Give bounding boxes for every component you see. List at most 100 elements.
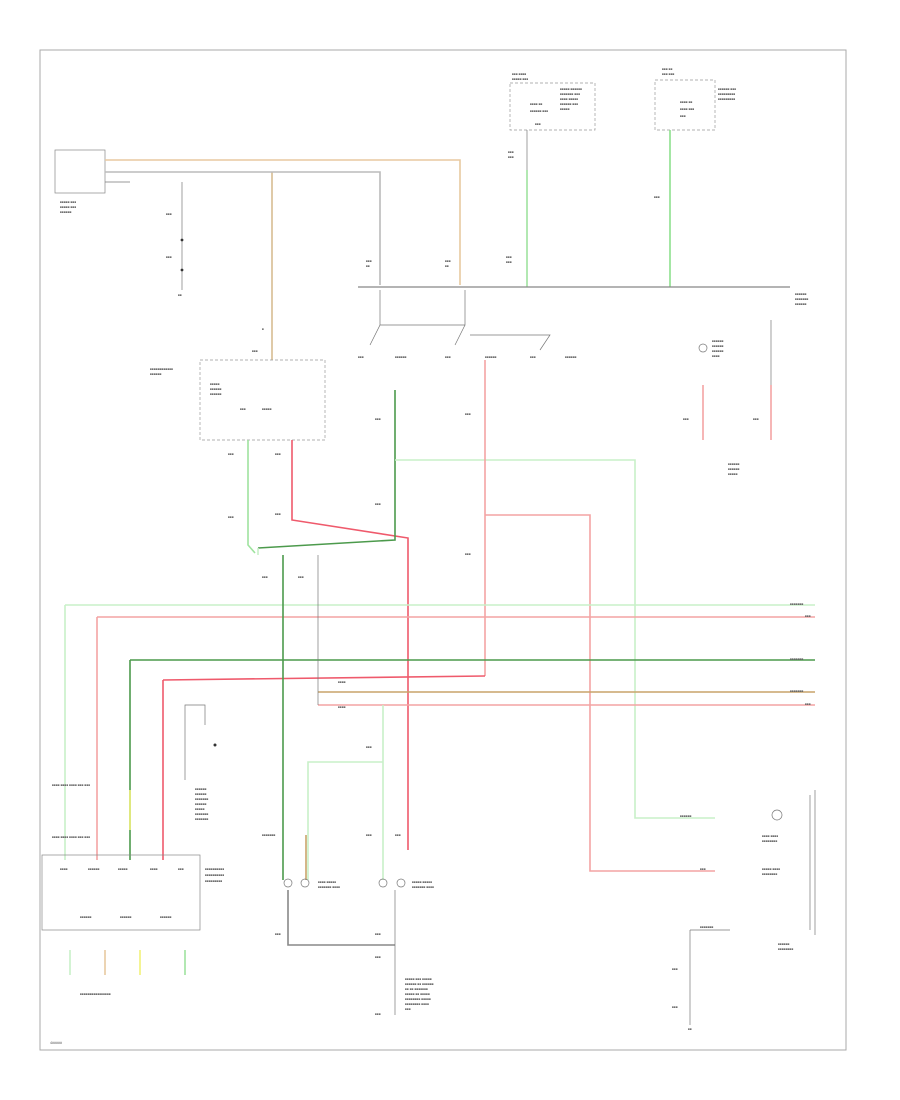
svg-text:■■■ ■■■■: ■■■ ■■■■ [512,72,526,76]
svg-text:■■■■■: ■■■■■ [195,807,205,811]
turn-lamp-right: ■■■■ ■■■■ ■■■■■■■■ ■■■■■ ■■■■ ■■■■■■■■ ■… [762,790,816,951]
svg-text:■■■: ■■■ [275,932,281,936]
svg-text:■■■■■■■: ■■■■■■■ [790,602,804,606]
wire-gray-ground [287,890,395,946]
svg-text:■■■: ■■■ [275,512,281,516]
svg-text:■■■■: ■■■■ [338,705,346,709]
svg-text:■■■: ■■■ [375,1012,381,1016]
svg-text:■■■: ■■■ [672,967,678,971]
svg-text:■■■■■■ ■■ ■■■■■■: ■■■■■■ ■■ ■■■■■■ [405,982,434,986]
trailer-connector: ■■■■ ■■■■■■ ■■■■■ ■■■■ ■■■ ■■■■■■■■■■ ■■… [41,854,224,996]
svg-text:■■■■■ ■■■: ■■■■■ ■■■ [512,77,528,81]
svg-text:■■■■■ ■■■ ■■■■■: ■■■■■ ■■■ ■■■■■ [405,977,432,981]
svg-text:■■■: ■■■ [166,212,172,216]
wire-gray-top [105,171,381,285]
svg-text:■■■: ■■■ [535,122,541,126]
svg-text:■■■: ■■■ [508,150,514,154]
svg-text:■■■: ■■■ [445,259,451,263]
svg-text:■■■■■■: ■■■■■■ [195,792,207,796]
wire-dkgreen-a [257,390,396,549]
svg-text:■■■■■ ■■■■■■: ■■■■■ ■■■■■■ [560,87,582,91]
svg-text:■■■■ ■■■■ ■■■■ ■■■ ■■■: ■■■■ ■■■■ ■■■■ ■■■ ■■■ [52,835,90,839]
svg-text:■■■: ■■■ [228,452,234,456]
svg-text:■■■: ■■■ [805,702,811,706]
svg-text:■■■■■■: ■■■■■■ [160,915,172,919]
svg-text:■■■: ■■■ [445,355,451,359]
svg-text:■■■: ■■■ [753,417,759,421]
right-indicator: ■■■■■■ ■■■■■■ ■■■■■■ ■■■■ ■■■ ■■■ ■■■■■■… [683,320,772,476]
wire-red-a [291,440,409,850]
svg-text:■■ ■■ ■■■■■■■: ■■ ■■ ■■■■■■■ [405,987,428,991]
svg-text:■■■■■■■: ■■■■■■■ [195,817,209,821]
svg-text:■■■: ■■■ [358,355,364,359]
svg-text:■■■: ■■■ [375,955,381,959]
svg-text:■■■: ■■■ [366,259,372,263]
svg-text:■■■: ■■■ [530,355,536,359]
svg-text:■■■■ ■■: ■■■■ ■■ [680,100,693,104]
svg-text:■■■: ■■■ [228,515,234,519]
svg-text:■■■■■■ ■■■: ■■■■■■ ■■■ [530,109,548,113]
headlight-switch: ■■■ ■■■■■■ ■■■ ■■■■■■ ■■■ ■■■■■■ [358,290,577,359]
footer-code: 4##### [50,1041,62,1045]
svg-text:■■■: ■■■ [506,255,512,259]
wire-ltgreen-b [395,459,715,819]
svg-text:■■■■■■: ■■■■■■ [778,942,790,946]
svg-text:■■■■■■ ■■■: ■■■■■■ ■■■ [718,87,736,91]
svg-text:■■■■■■■■■■: ■■■■■■■■■■ [205,867,224,871]
svg-text:■■■■■ ■■■■■: ■■■■■ ■■■■■ [412,880,432,884]
svg-text:■■■: ■■■ [683,417,689,421]
left-rear-lamp: ■■■■ ■■■■■ ■■■■■■■ ■■■■ [283,878,340,889]
svg-text:■■■: ■■■ [375,417,381,421]
svg-text:■■■■■■: ■■■■■■ [210,387,222,391]
svg-text:■■■: ■■■ [805,614,811,618]
svg-text:■■■■■■■: ■■■■■■■ [790,657,804,661]
svg-text:■■■■■■■: ■■■■■■■ [700,925,714,929]
svg-text:■■■■■■■: ■■■■■■■ [195,812,209,816]
svg-text:■■■: ■■■ [405,1007,411,1011]
top-fuse-box-b: ■■■ ■■ ■■■ ■■■ ■■■■■■ ■■■ ■■■■■■■■■ ■■■■… [654,67,736,131]
svg-text:■■■■■■: ■■■■■■ [210,392,222,396]
combination-switch: ■■■■■■■■■■■■ ■■■■■■ ■■■■■ ■■■■■■ ■■■■■■ … [150,327,326,441]
svg-text:■■■: ■■■ [178,867,184,871]
svg-text:■■■: ■■■ [366,833,372,837]
svg-text:■■■■■ ■■■: ■■■■■ ■■■ [60,205,76,209]
svg-text:■■■■■: ■■■■■ [262,407,272,411]
wire-ltgreen-left-lamp [307,761,383,880]
svg-text:■■■■■■: ■■■■■■ [680,814,692,818]
svg-text:■■■■■■■: ■■■■■■■ [795,297,809,301]
svg-text:■■■: ■■■ [506,260,512,264]
svg-text:■■■: ■■■ [465,412,471,416]
svg-text:■■■■■■: ■■■■■■ [565,355,577,359]
svg-text:■■■■ ■■■■■: ■■■■ ■■■■■ [560,97,578,101]
svg-text:■■■■■■: ■■■■■■ [795,292,807,296]
svg-text:■■■■ ■■■■: ■■■■ ■■■■ [762,834,778,838]
svg-text:■■■■■■■■■: ■■■■■■■■■ [718,92,735,96]
svg-text:■■: ■■ [178,293,182,297]
svg-text:■■■■■■: ■■■■■■ [728,467,740,471]
svg-text:■■■■: ■■■■ [712,354,720,358]
svg-text:■■■■: ■■■■ [338,680,346,684]
svg-text:■■■ ■■■: ■■■ ■■■ [662,72,675,76]
svg-text:■■■■■■: ■■■■■■ [712,339,724,343]
svg-text:■■■■■■■■■■■■■■■■: ■■■■■■■■■■■■■■■■ [80,992,111,996]
wire-red-h4 [162,675,486,681]
svg-text:■■■: ■■■ [508,155,514,159]
svg-text:■■■■■■: ■■■■■■ [60,210,72,214]
top-fuse-box-a: ■■■ ■■■■ ■■■■■ ■■■ ■■■■■ ■■■■■■ ■■■■■■■ … [509,72,596,131]
diagram-frame [39,49,847,1051]
svg-text:■■■■■■: ■■■■■■ [712,344,724,348]
svg-text:■■■■■■■■: ■■■■■■■■ [762,872,777,876]
svg-text:■■■■: ■■■■ [60,867,68,871]
svg-text:■■■■ ■■■: ■■■■ ■■■ [680,107,694,111]
svg-text:■■■■■■■ ■■■: ■■■■■■■ ■■■ [560,92,580,96]
svg-text:■■■■■■: ■■■■■■ [728,462,740,466]
svg-text:■■■■■■■ ■■■■: ■■■■■■■ ■■■■ [318,885,340,889]
svg-text:■■■■■: ■■■■■ [118,867,128,871]
svg-text:■■■: ■■■ [700,867,706,871]
svg-text:■■■■: ■■■■ [150,867,158,871]
svg-text:■■■■■■■: ■■■■■■■ [790,689,804,693]
svg-text:■■■: ■■■ [395,833,401,837]
svg-text:■■■■■■■ ■■■■: ■■■■■■■ ■■■■ [412,885,434,889]
svg-text:■■■: ■■■ [654,195,660,199]
